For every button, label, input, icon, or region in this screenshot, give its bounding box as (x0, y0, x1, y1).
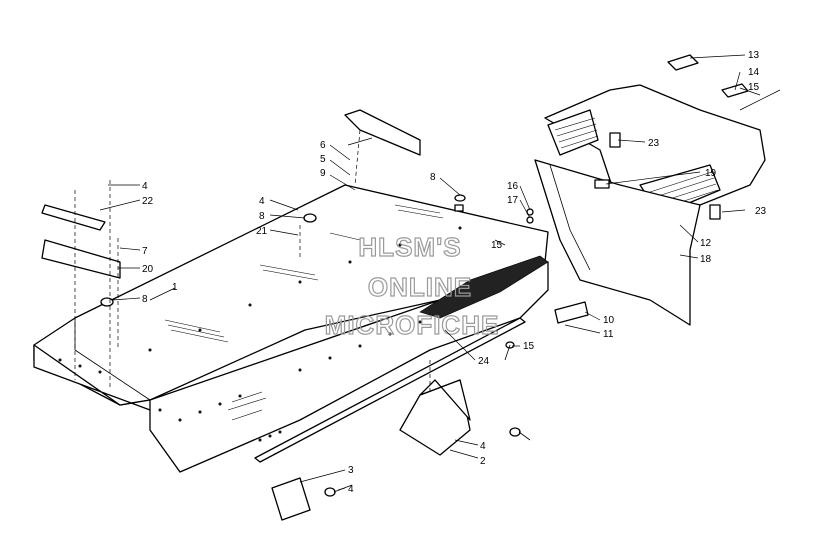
callout-12: 12 (700, 238, 712, 249)
callout-4-bottom: 4 (348, 484, 354, 495)
callout-8-left: 8 (142, 294, 148, 305)
left-brackets (41, 180, 121, 390)
callout-14: 14 (748, 67, 760, 78)
callout-23-top: 23 (648, 138, 660, 149)
callout-15-top: 15 (748, 82, 760, 93)
watermark-line-2: ONLINE (368, 272, 472, 302)
callout-9: 9 (320, 168, 326, 179)
callout-10: 10 (603, 315, 615, 326)
callout-17: 17 (507, 195, 519, 206)
callout-2: 2 (480, 456, 486, 467)
watermark-line-1: HLSM'S (358, 232, 461, 262)
callout-4-left: 4 (142, 181, 148, 192)
callout-1: 1 (172, 282, 178, 293)
callout-4-lower: 4 (480, 441, 486, 452)
reflector-plate (554, 301, 589, 324)
callout-20: 20 (142, 264, 154, 275)
rear-bumper-part (534, 84, 766, 326)
watermark-line-3: MICROFICHE (325, 310, 500, 340)
callout-24: 24 (478, 356, 490, 367)
callout-3: 3 (348, 465, 354, 476)
callout-13: 13 (748, 50, 760, 61)
lower-mount-brackets (271, 360, 531, 521)
callout-11: 11 (603, 329, 614, 340)
callout-5: 5 (320, 154, 326, 165)
callout-8-top: 8 (430, 172, 436, 183)
callout-4-mid: 4 (259, 196, 265, 207)
callout-15-mid: 15 (491, 240, 503, 251)
callout-21: 21 (256, 226, 268, 237)
callout-8-mid: 8 (259, 211, 265, 222)
leader-lines (99, 54, 761, 491)
callout-7: 7 (142, 246, 148, 257)
tunnel-part (33, 184, 549, 473)
decal-labels (667, 54, 749, 98)
callout-6: 6 (320, 140, 326, 151)
callout-15-bottom: 15 (523, 341, 535, 352)
callout-16: 16 (507, 181, 519, 192)
callout-23-right: 23 (755, 206, 767, 217)
tunnel-flap-part (344, 109, 421, 186)
callout-labels: 1 2 3 4 4 4 4 5 6 7 8 8 8 9 10 11 12 13 … (142, 50, 767, 495)
watermark: HLSM'S ONLINE MICROFICHE (324, 231, 500, 340)
callout-19: 19 (705, 168, 717, 179)
callout-22: 22 (142, 196, 154, 207)
callout-18: 18 (700, 254, 712, 265)
